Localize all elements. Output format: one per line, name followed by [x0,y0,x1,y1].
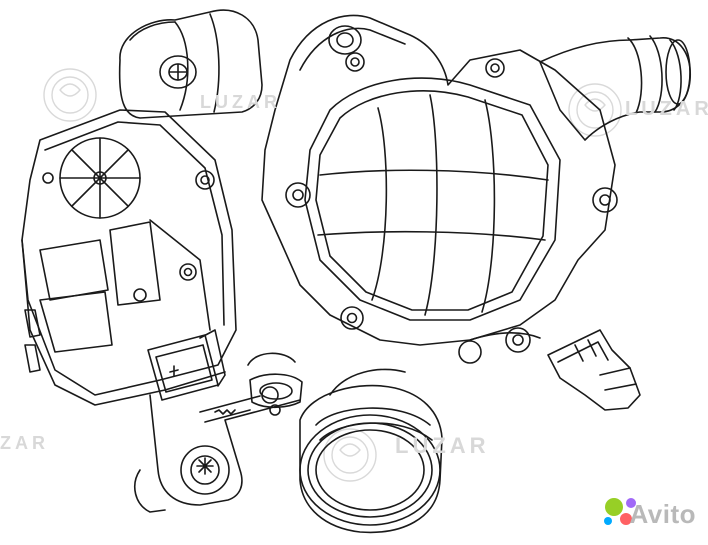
watermark-brand-top: LUZAR [200,92,281,112]
avito-watermark: Avito [584,499,696,530]
watermark-brand-right: LUZAR [625,98,708,120]
avito-logo-spacer [584,500,624,530]
watermark-brand-left: ZAR [0,433,49,453]
outlet-pipe-upper-right [539,35,691,141]
temperature-sensor [547,329,641,411]
main-housing [261,14,618,364]
upper-left-pipe [118,9,263,119]
mounting-bracket [134,352,301,513]
electrical-connector [147,329,226,401]
avito-wordmark: Avito [629,499,696,529]
actuator-housing [21,109,237,406]
outlet-pipe-bottom [299,368,443,534]
watermark-brand-bottom: LUZAR [395,433,490,458]
avito-logo-icon [604,498,636,525]
watermark-emblems [43,68,622,482]
hose-stub [249,373,303,409]
